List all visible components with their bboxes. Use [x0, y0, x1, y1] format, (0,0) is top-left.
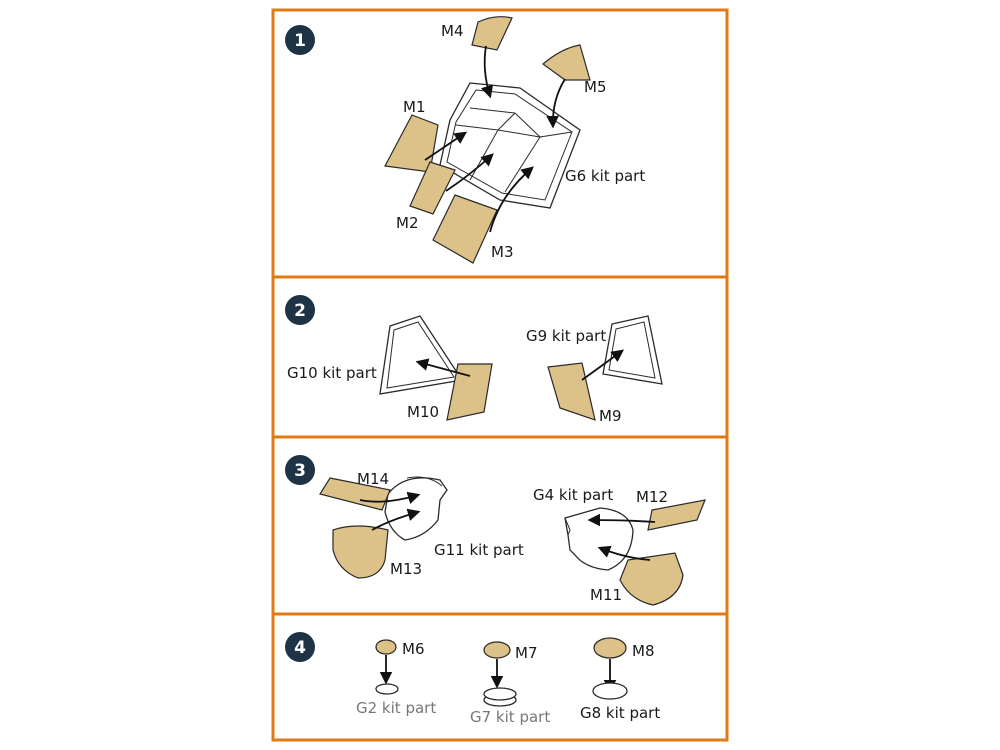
step-badge: [285, 632, 315, 662]
label-m9: M9: [599, 407, 622, 425]
label-g2-kit-part: G2 kit part: [356, 699, 436, 717]
mask-m13: [332, 525, 389, 579]
arrow-m3: [489, 166, 534, 233]
g8-kit-part: [592, 682, 628, 700]
mask-m4: [471, 16, 513, 51]
label-m10: M10: [407, 403, 439, 421]
mask-m5: [542, 44, 591, 81]
label-m11: M11: [590, 586, 622, 604]
g2-kit-part: [375, 683, 399, 695]
label-g9-kit-part: G9 kit part: [526, 327, 606, 345]
g6-kit-part: [439, 82, 581, 209]
step-number: 1: [294, 31, 306, 51]
label-m2: M2: [396, 214, 419, 232]
label-g6-kit-part: G6 kit part: [565, 167, 645, 185]
arrow-m1: [424, 131, 468, 161]
step-2: 2 G10 kit part M10 G9 kit part M9: [285, 295, 663, 425]
step-badge: [285, 455, 315, 485]
label-g7-kit-part: G7 kit part: [470, 708, 550, 726]
label-m13: M13: [390, 560, 422, 578]
label-m8: M8: [632, 642, 655, 660]
label-g11-kit-part: G11 kit part: [434, 541, 524, 559]
arrow-m9: [581, 349, 625, 381]
arrow-m5: [546, 78, 566, 129]
mask-m9: [547, 362, 596, 421]
step-4: 4 M6 M7 M8 G2 kit part G7 kit part G8 ki…: [285, 632, 660, 726]
g9-kit-part: [602, 315, 663, 385]
label-g10-kit-part: G10 kit part: [287, 364, 377, 382]
label-m7: M7: [515, 644, 538, 662]
mask-m7: [483, 641, 511, 659]
label-m4: M4: [441, 22, 464, 40]
step-number: 3: [294, 461, 306, 481]
step-badge: [285, 295, 315, 325]
mask-m3: [432, 194, 498, 264]
step-1: 1 M4 M5 M1 M2 M3 G6 kit part: [285, 16, 645, 264]
arrow-m11: [597, 545, 651, 561]
label-m3: M3: [491, 243, 514, 261]
step-number: 4: [294, 638, 306, 658]
label-m14: M14: [357, 470, 389, 488]
g4-kit-part: [564, 507, 634, 571]
g11-kit-part: [384, 476, 448, 541]
arrow-m12: [587, 513, 656, 527]
mask-m6: [375, 639, 397, 655]
label-m12: M12: [636, 488, 668, 506]
step-badge: [285, 25, 315, 55]
arrow-m4: [481, 45, 494, 99]
label-m5: M5: [584, 78, 607, 96]
g7-kit-part: [483, 687, 517, 707]
frame: [271, 8, 729, 742]
mask-m12: [647, 499, 706, 531]
mask-m8: [593, 637, 627, 659]
mask-m11: [619, 552, 684, 606]
mask-m2: [409, 161, 456, 215]
label-m6: M6: [402, 640, 425, 658]
label-g4-kit-part: G4 kit part: [533, 486, 613, 504]
g10-kit-part: [379, 315, 464, 395]
arrow-m14: [359, 491, 421, 504]
arrow-m10: [415, 358, 471, 377]
label-g8-kit-part: G8 kit part: [580, 704, 660, 722]
step-number: 2: [294, 301, 306, 321]
step-3: 3 M14 M13 G11 kit part G4 kit part M12 M…: [285, 455, 706, 606]
label-m1: M1: [403, 98, 426, 116]
arrow-m2: [445, 153, 494, 192]
arrow-m13: [371, 508, 421, 531]
mask-m10: [446, 363, 493, 421]
